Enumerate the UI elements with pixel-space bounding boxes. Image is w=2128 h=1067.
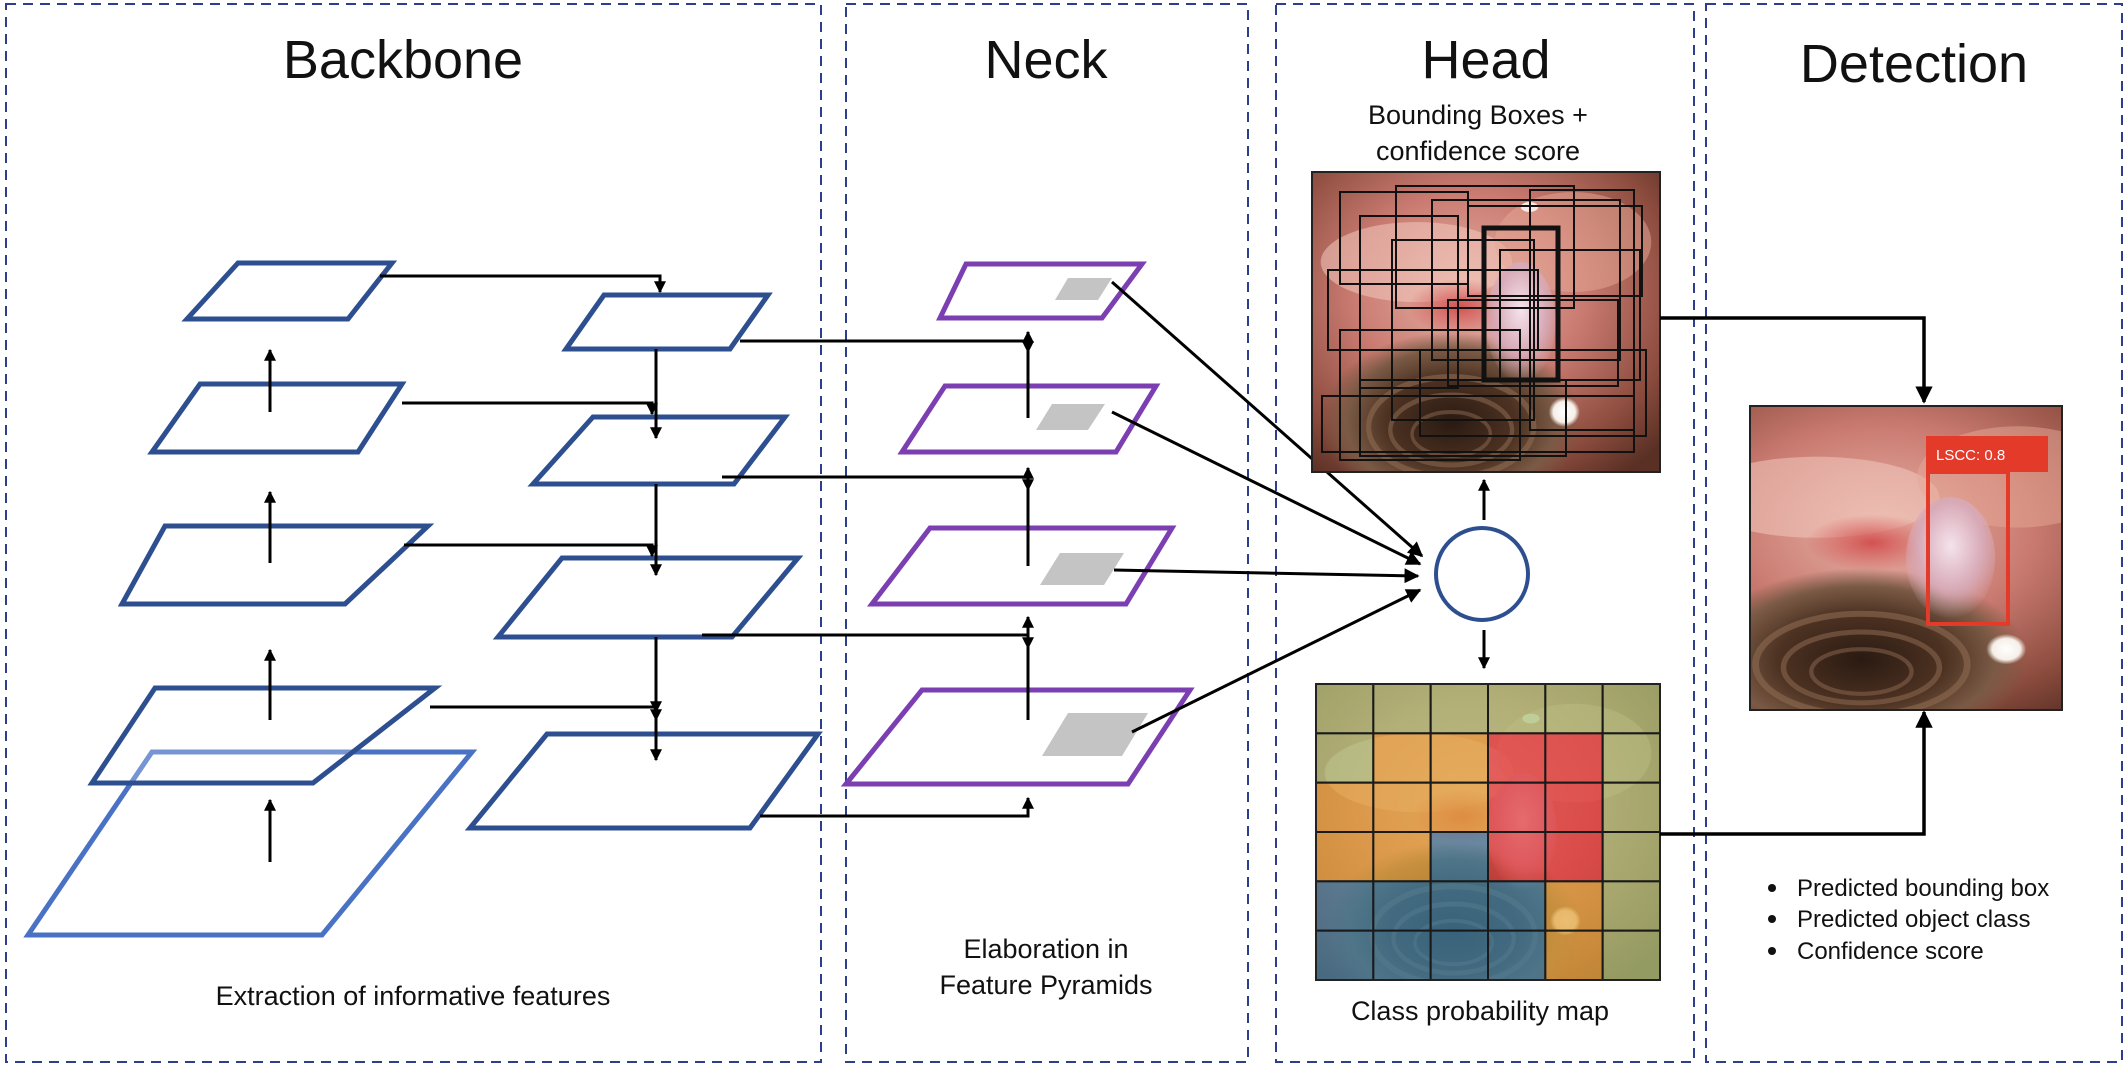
class-cell-blue [1372, 929, 1432, 982]
bullet-object-class: Predicted object class [1797, 906, 2030, 933]
class-cell-green [1601, 683, 1661, 735]
class-cell-orange [1315, 781, 1375, 834]
class-cell-red [1544, 732, 1604, 784]
neck-anchor-4 [1042, 713, 1148, 756]
class-cell-orange [1544, 929, 1604, 982]
class-cell-blue [1487, 929, 1547, 982]
backbone-plane-right-3 [527, 414, 791, 487]
class-cell-blue [1429, 880, 1489, 932]
detection-bullets: Predicted bounding box Predicted object … [1768, 875, 2049, 965]
class-probability-map [1315, 683, 1661, 982]
boxes-caption-line1: Bounding Boxes + [1368, 100, 1588, 130]
backbone-plane-left-4 [181, 260, 398, 322]
class-cell-orange [1544, 880, 1604, 932]
boxes-caption-line2: confidence score [1376, 136, 1580, 166]
neck-plane-2 [897, 383, 1161, 455]
class-cell-orange [1315, 831, 1375, 883]
class-cell-green [1315, 683, 1375, 735]
class-cell-green [1601, 880, 1661, 932]
class-cell-orange [1429, 781, 1489, 834]
backbone-plane-left-1 [87, 685, 443, 786]
backbone-panel [5, 3, 822, 1063]
backbone-caption: Extraction of informative features [216, 981, 611, 1011]
class-cell-red [1487, 781, 1547, 834]
class-cell-green [1429, 683, 1489, 735]
class-cell-red [1487, 831, 1547, 883]
neck-plane-4 [840, 687, 1195, 787]
detection-head: Bounding Boxes + confidence score [1311, 100, 1661, 1026]
class-cell-green [1315, 732, 1375, 784]
fusion-node [1434, 526, 1530, 622]
class-cell-orange [1372, 781, 1432, 834]
detection-inputs [1660, 316, 1933, 836]
map-caption: Class probability map [1351, 996, 1609, 1026]
class-cell-green [1372, 683, 1432, 735]
class-cell-green [1487, 683, 1547, 735]
class-cell-orange [1372, 732, 1432, 784]
class-cell-green [1601, 929, 1661, 982]
class-cell-orange [1372, 831, 1432, 883]
class-cell-blue [1315, 880, 1375, 932]
class-cell-blue [1429, 929, 1489, 982]
class-cell-green [1544, 683, 1604, 735]
class-cell-green [1601, 781, 1661, 834]
backbone-plane-left-2 [117, 523, 435, 607]
detection-result-image: LSCC: 0.8 [1749, 405, 2063, 711]
backbone-plane-right-1 [464, 731, 823, 831]
neck-caption-line2: Feature Pyramids [939, 970, 1152, 1000]
backbone-plane-right-4 [561, 292, 773, 352]
bounding-boxes-image [1311, 171, 1661, 473]
neck-plane-3 [866, 525, 1177, 607]
backbone-network: Extraction of informative features [23, 260, 823, 1011]
bullet-confidence: Confidence score [1797, 938, 1984, 965]
class-cell-red [1544, 831, 1604, 883]
class-cell-blue [1372, 880, 1432, 932]
class-cell-red [1487, 732, 1547, 784]
head-panel [1275, 3, 1695, 1063]
neck-title: Neck [984, 30, 1108, 90]
detection-panel [1705, 3, 2123, 1063]
class-cell-green [1601, 732, 1661, 784]
bullet-bounding-box: Predicted bounding box [1797, 875, 2049, 902]
neck-anchor-2 [1036, 404, 1105, 430]
detection-label-text: LSCC: 0.8 [1936, 447, 2005, 464]
head-title: Head [1421, 30, 1550, 90]
input-image [23, 749, 478, 938]
detection-title: Detection [1800, 34, 2028, 94]
class-cell-blue [1429, 831, 1489, 883]
neck-anchor-1 [1055, 278, 1112, 300]
backbone-plane-left-3 [147, 381, 407, 455]
neck-caption-line1: Elaboration in [963, 934, 1128, 964]
section-panels [5, 3, 2123, 1063]
neck-plane-1 [936, 261, 1147, 321]
class-cell-red [1544, 781, 1604, 834]
detection-output: LSCC: 0.8 Predicted bounding box Predict… [1749, 405, 2063, 965]
backbone-title: Backbone [283, 30, 523, 90]
neck-anchor-3 [1040, 553, 1124, 585]
class-cell-green [1601, 831, 1661, 883]
class-cell-blue [1487, 880, 1547, 932]
detection-label-tag [1926, 436, 2048, 472]
class-cell-blue [1315, 929, 1375, 982]
backbone-plane-right-2 [492, 555, 804, 640]
class-cell-orange [1429, 732, 1489, 784]
neck-feature-pyramid: Elaboration in Feature Pyramids [840, 261, 1195, 1000]
fusion-inputs [1111, 280, 1424, 734]
